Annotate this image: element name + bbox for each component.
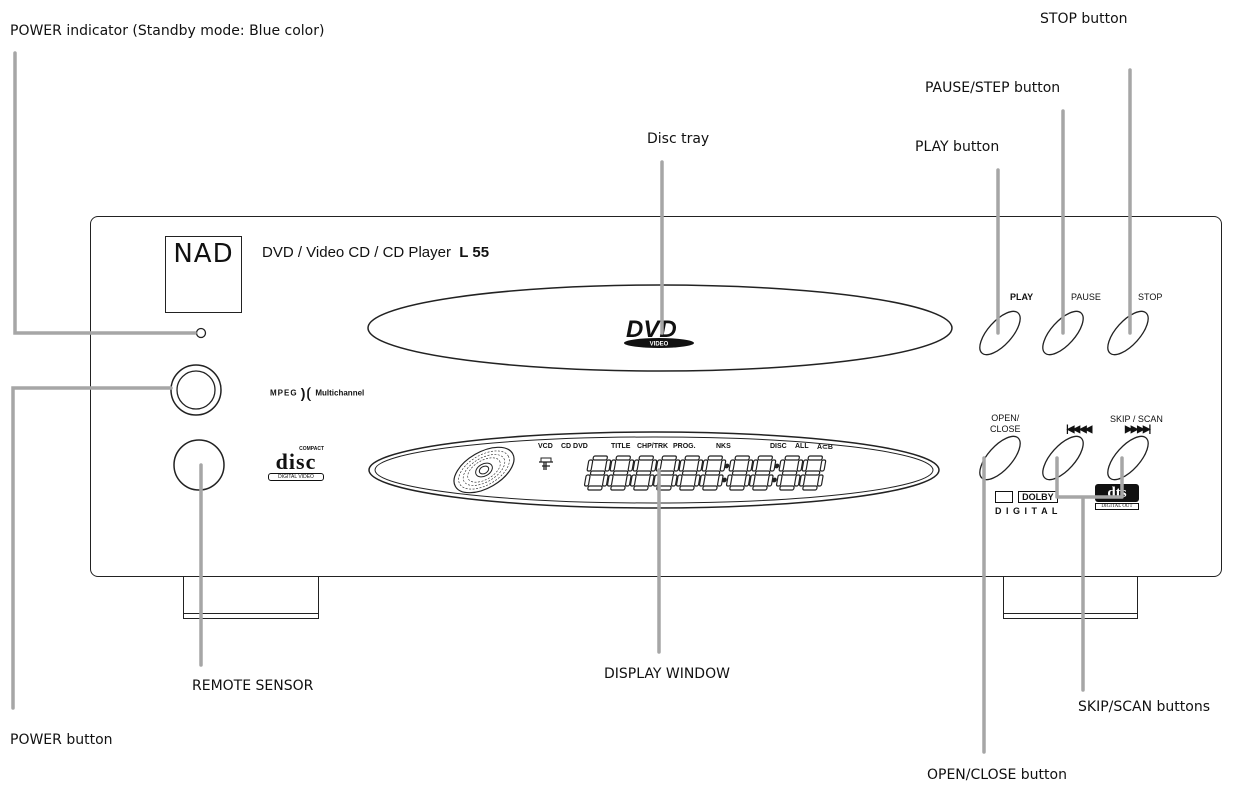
colon-dot xyxy=(771,477,777,483)
display-chp-trk: CHP/TRK xyxy=(637,443,669,450)
spinning-disc-icon xyxy=(453,446,515,494)
leader-lines xyxy=(11,51,1132,754)
seven-segment-digit xyxy=(675,455,704,491)
display-disc: DISC xyxy=(770,443,787,450)
seven-segment-digits xyxy=(583,455,827,491)
compact-disc-digital-video-logo: COMPACT disc DIGITAL VIDEO xyxy=(268,446,324,481)
power-button[interactable] xyxy=(173,439,225,491)
pause-step-button[interactable] xyxy=(1036,305,1090,361)
pause-label: PAUSE xyxy=(1071,292,1101,302)
dvd-player-front-panel xyxy=(90,216,1222,577)
seven-segment-digit xyxy=(606,455,635,491)
display-title: TITLE xyxy=(611,443,631,450)
model-number: L 55 xyxy=(459,244,490,261)
skip-scan-label: SKIP / SCAN xyxy=(1110,414,1163,424)
display-prog: PROG. xyxy=(673,443,696,450)
callout-stop-button: STOP button xyxy=(1040,11,1128,27)
dolby-double-d-icon xyxy=(995,490,1013,503)
seven-segment-digit xyxy=(583,455,612,491)
seven-segment-digit xyxy=(629,455,658,491)
callout-skip-scan-buttons: SKIP/SCAN buttons xyxy=(1078,699,1210,715)
display-vcd: VCD xyxy=(538,443,553,450)
colon-dot xyxy=(724,463,730,469)
display-all: ALL xyxy=(795,443,809,450)
stop-button[interactable] xyxy=(1101,305,1155,361)
skip-back-icon: |◀◀ ◀◀ xyxy=(1066,424,1092,435)
seven-segment-digit xyxy=(775,455,804,491)
skip-forward-button[interactable] xyxy=(1101,430,1155,486)
right-foot xyxy=(1003,577,1138,619)
model-title: DVD / Video CD / CD Player L 55 xyxy=(262,244,489,261)
svg-text:VIDEO: VIDEO xyxy=(650,342,669,348)
nad-logo: NAD xyxy=(165,236,242,313)
leader-power-indicator xyxy=(13,51,197,335)
power-indicator-led xyxy=(195,327,207,339)
seven-segment-digit xyxy=(798,455,827,491)
callout-pause-step-button: PAUSE/STEP button xyxy=(925,80,1061,96)
leader-skip-scan xyxy=(1055,456,1124,692)
callout-display-window: DISPLAY WINDOW xyxy=(604,666,730,682)
play-mode-icon xyxy=(539,457,553,470)
skip-back-button[interactable] xyxy=(1036,430,1090,486)
play-button[interactable] xyxy=(973,305,1027,361)
disc-tray[interactable] xyxy=(367,284,953,372)
colon-dot xyxy=(774,463,780,469)
callout-disc-tray: Disc tray xyxy=(647,131,710,147)
leader-power-button xyxy=(11,386,173,710)
callout-power-indicator: POWER indicator (Standby mode: Blue colo… xyxy=(10,23,325,39)
stop-label: STOP xyxy=(1138,292,1163,302)
display-window xyxy=(368,431,940,509)
mpeg-logo: MPEG )⟮ Multichannel xyxy=(270,385,365,401)
skip-forward-icon: ▶▶ ▶▶| xyxy=(1125,424,1151,435)
callout-remote-sensor: REMOTE SENSOR xyxy=(192,678,314,694)
seven-segment-digit xyxy=(725,455,754,491)
display-ab: A⊂B xyxy=(817,444,833,451)
play-label: PLAY xyxy=(1010,292,1034,302)
dvd-video-logo: DVD VIDEO xyxy=(624,316,694,348)
callout-play-button: PLAY button xyxy=(915,139,1000,155)
open-close-label: OPEN/CLOSE xyxy=(990,413,1021,434)
display-cd-dvd: CD DVD xyxy=(561,443,588,450)
display-nks: NKS xyxy=(716,443,731,450)
model-prefix: DVD / Video CD / CD Player xyxy=(262,244,451,261)
left-foot xyxy=(183,577,319,619)
colon-dot xyxy=(721,477,727,483)
callout-power-button: POWER button xyxy=(10,732,113,748)
open-close-button[interactable] xyxy=(973,430,1027,486)
remote-sensor xyxy=(170,364,222,416)
callout-open-close-button: OPEN/CLOSE button xyxy=(927,767,1067,783)
